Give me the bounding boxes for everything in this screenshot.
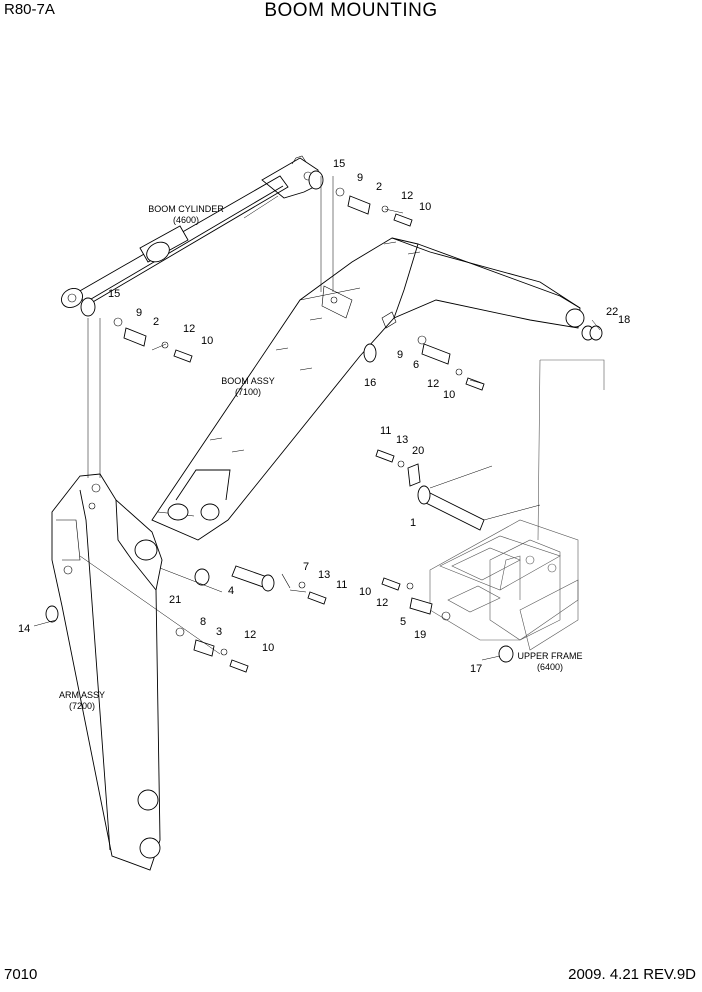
page-title: BOOM MOUNTING — [264, 0, 438, 21]
callout-10: 10 — [262, 642, 274, 654]
callout-2: 2 — [376, 181, 382, 193]
callout-9: 9 — [357, 172, 363, 184]
boom-assy-drawing — [151, 237, 585, 541]
callout-numbers: 15 9 2 12 10 15 9 2 12 10 22 18 9 6 12 1… — [18, 158, 630, 675]
boom-assy-ref: (7100) — [235, 387, 261, 397]
callout-15: 15 — [333, 158, 345, 170]
callout-18: 18 — [618, 314, 630, 326]
callout-10: 10 — [201, 335, 213, 347]
callout-2: 2 — [153, 316, 159, 328]
callout-12: 12 — [376, 597, 388, 609]
arm-assy-drawing — [51, 473, 163, 871]
assembly-labels: BOOM CYLINDER (4600) BOOM ASSY (7100) AR… — [59, 204, 583, 711]
callout-8: 8 — [200, 616, 206, 628]
callout-21: 21 — [169, 594, 181, 606]
callout-19: 19 — [414, 629, 426, 641]
callout-11: 11 — [336, 579, 347, 591]
revision-date: 2009. 4.21 REV.9D — [568, 966, 696, 983]
loose-parts — [45, 170, 603, 673]
callout-13: 13 — [318, 569, 330, 581]
callout-13: 13 — [396, 434, 408, 446]
callout-12: 12 — [427, 378, 439, 390]
callout-9: 9 — [136, 307, 142, 319]
callout-9: 9 — [397, 349, 403, 361]
page-number: 7010 — [4, 966, 38, 983]
callout-4: 4 — [228, 585, 234, 597]
arm-assy-ref: (7200) — [69, 701, 95, 711]
callout-20: 20 — [412, 445, 424, 457]
callout-12: 12 — [183, 323, 195, 335]
boom-cylinder-label: BOOM CYLINDER — [148, 204, 224, 214]
callout-10: 10 — [443, 389, 455, 401]
callout-22: 22 — [606, 306, 618, 318]
model-code: R80-7A — [4, 1, 55, 18]
callout-15: 15 — [108, 288, 120, 300]
callout-10: 10 — [359, 586, 371, 598]
callout-12: 12 — [244, 629, 256, 641]
callout-7: 7 — [303, 561, 309, 573]
callout-10: 10 — [419, 201, 431, 213]
callout-5: 5 — [400, 616, 406, 628]
callout-1: 1 — [410, 517, 416, 529]
upper-frame-drawing — [429, 359, 605, 651]
leader-lines — [33, 176, 601, 661]
boom-assy-label: BOOM ASSY — [221, 376, 275, 386]
callout-16: 16 — [364, 377, 376, 389]
callout-12: 12 — [401, 190, 413, 202]
upper-frame-ref: (6400) — [537, 662, 563, 672]
callout-11: 11 — [380, 425, 391, 437]
callout-3: 3 — [216, 626, 222, 638]
boom-cylinder-drawing — [61, 155, 321, 308]
arm-assy-label: ARM ASSY — [59, 690, 105, 700]
callout-17: 17 — [470, 663, 482, 675]
callout-6: 6 — [413, 359, 419, 371]
boom-cylinder-ref: (4600) — [173, 215, 199, 225]
upper-frame-label: UPPER FRAME — [517, 651, 582, 661]
callout-14: 14 — [18, 623, 30, 635]
